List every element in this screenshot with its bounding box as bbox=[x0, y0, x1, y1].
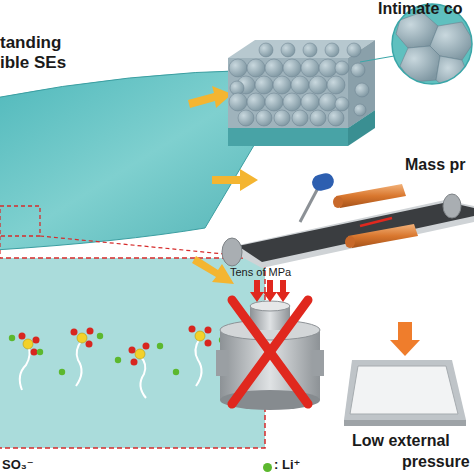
red-cross bbox=[232, 300, 308, 404]
figure-label: Low external bbox=[352, 432, 450, 450]
legend-text: : Li⁺ bbox=[274, 458, 300, 473]
figure-label: Intimate co bbox=[378, 0, 462, 18]
particles bbox=[229, 43, 369, 126]
pressure-arrows bbox=[250, 280, 290, 302]
zoom-marker bbox=[0, 206, 40, 236]
legend-swatch bbox=[263, 463, 272, 472]
particle-block bbox=[228, 40, 375, 146]
roll-to-roll bbox=[222, 171, 474, 268]
flexible-sheet bbox=[0, 70, 285, 250]
press-die bbox=[216, 301, 324, 410]
zoom-leader bbox=[360, 56, 394, 62]
figure-label: ible SEs bbox=[0, 53, 66, 73]
zoom-line bbox=[0, 236, 1, 258]
legend-text: SO₃⁻ bbox=[2, 458, 34, 473]
figure-label: Mass pr bbox=[405, 156, 465, 174]
pressure-arrow bbox=[390, 322, 420, 356]
figure-label: Tens of MPa bbox=[230, 266, 291, 279]
pouch-cell bbox=[344, 360, 466, 426]
polymer-chains bbox=[9, 326, 256, 399]
figure-label: tanding bbox=[0, 33, 61, 53]
figure-label: pressure bbox=[402, 453, 470, 471]
zoom-box bbox=[0, 258, 265, 448]
